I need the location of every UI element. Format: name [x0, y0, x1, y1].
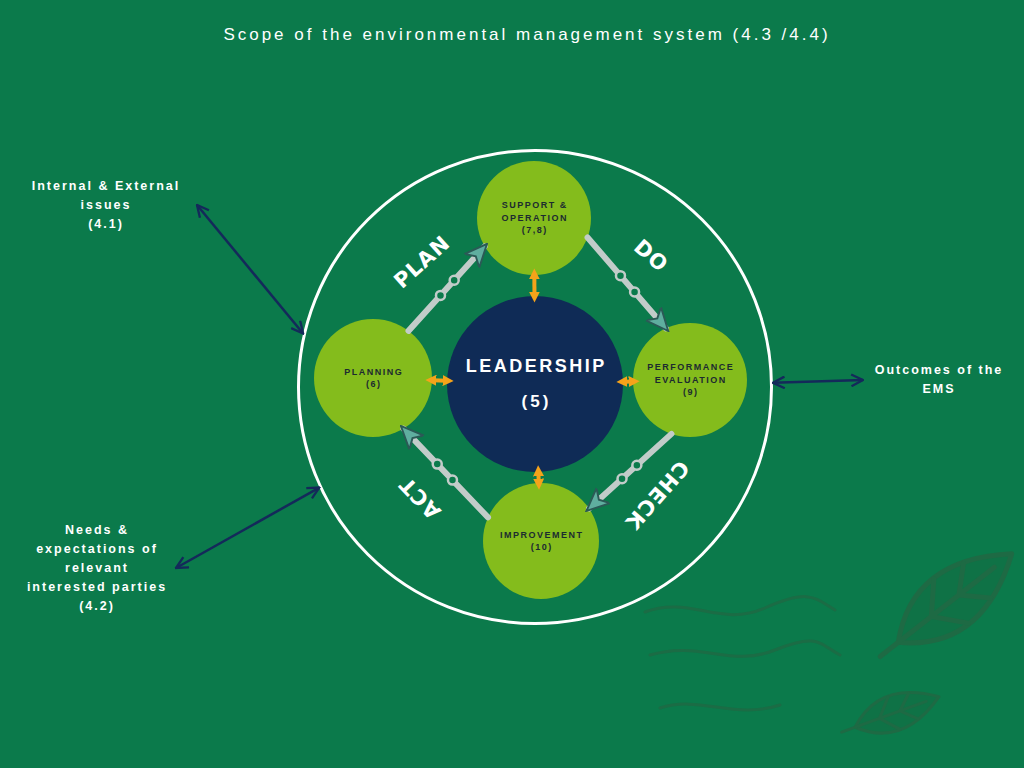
arrow-bead — [436, 291, 445, 300]
link-arrow — [197, 205, 303, 333]
node-title: PLANNING — [343, 366, 404, 379]
circle-shape — [483, 483, 599, 599]
circle-body: PERFORMANCE EVALUATION(9) — [633, 323, 747, 437]
leaf-veins — [863, 545, 1012, 678]
clause-number: (4.1) — [21, 215, 191, 234]
node-title: Needs & expectations of relevant interes… — [24, 521, 170, 597]
link-arrow — [536, 472, 540, 483]
link-arrow — [773, 380, 863, 383]
clause-circle: PLANNING(6) — [314, 319, 432, 437]
context-label: Outcomes of the EMS — [869, 361, 1009, 399]
circle-shape — [477, 161, 591, 275]
clause-number: (9) — [682, 386, 699, 399]
leadership-circle: LEADERSHIP (5) — [447, 296, 623, 472]
circle-body: LEADERSHIP (5) — [447, 296, 623, 472]
circle-outline — [483, 483, 599, 599]
wave-line — [660, 704, 780, 710]
node-title: IMPROVEMENT — [498, 529, 583, 542]
cycle-phase-label: PLAN — [390, 231, 456, 293]
circle-shape — [314, 319, 432, 437]
circle-outline — [314, 319, 432, 437]
cycle-phase-label: ACT — [394, 472, 445, 524]
circle-body: IMPROVEMENT(10) — [483, 483, 599, 599]
scope-circle: SUPPORT & OPERATION(7,8)PLANNING(6)LEADE… — [297, 149, 773, 625]
arrow-bead — [433, 460, 442, 469]
node-title: Scope of the environmental management sy… — [15, 25, 1024, 45]
arrow-bead — [450, 276, 459, 285]
clause-number: (7,8) — [520, 224, 548, 237]
node-title: SUPPORT & OPERATION — [482, 199, 586, 224]
clause-circle: SUPPORT & OPERATION(7,8) — [477, 161, 591, 275]
leaf-veins — [836, 685, 932, 748]
clause-number: (10) — [529, 541, 553, 554]
wave-decor — [645, 597, 840, 710]
arrow-bead — [630, 288, 639, 297]
circle-shape — [299, 151, 772, 624]
arrow-bead — [632, 461, 641, 470]
arrow-bead — [448, 476, 457, 485]
wave-line — [650, 641, 840, 656]
node-title: PERFORMANCE EVALUATION — [638, 361, 742, 386]
cycle-phase-label: CHECK — [620, 456, 694, 535]
arrow-bead — [618, 474, 627, 483]
clause-circle: PERFORMANCE EVALUATION(9) — [633, 323, 747, 437]
link-arrow — [432, 378, 447, 383]
wave-line — [645, 597, 835, 615]
link-arrow — [176, 488, 319, 568]
clause-number: (5) — [519, 391, 552, 413]
circle-body: PLANNING(6) — [314, 319, 432, 437]
arrow-bead — [616, 271, 625, 280]
node-title: LEADERSHIP — [463, 355, 607, 377]
leaf-small — [836, 680, 946, 749]
circle-body: SUPPORT & OPERATION(7,8) — [477, 161, 591, 275]
context-label: Needs & expectations of relevant interes… — [24, 521, 170, 616]
clause-number: (6) — [365, 378, 382, 391]
cycle-phase-label: DO — [629, 235, 673, 278]
clause-number: (4.2) — [24, 597, 170, 616]
clause-circle: IMPROVEMENT(10) — [483, 483, 599, 599]
leaf-large — [862, 531, 1024, 680]
leaf-decor — [836, 531, 1024, 749]
circle-outline — [447, 296, 623, 472]
circle-shape — [447, 296, 623, 472]
circle-shape — [633, 323, 747, 437]
node-title: Outcomes of the EMS — [869, 361, 1009, 399]
node-title: Internal & External issues — [21, 177, 191, 215]
link-arrow — [623, 379, 633, 383]
context-label: Internal & External issues(4.1) — [21, 177, 191, 234]
link-arrow — [532, 275, 536, 296]
